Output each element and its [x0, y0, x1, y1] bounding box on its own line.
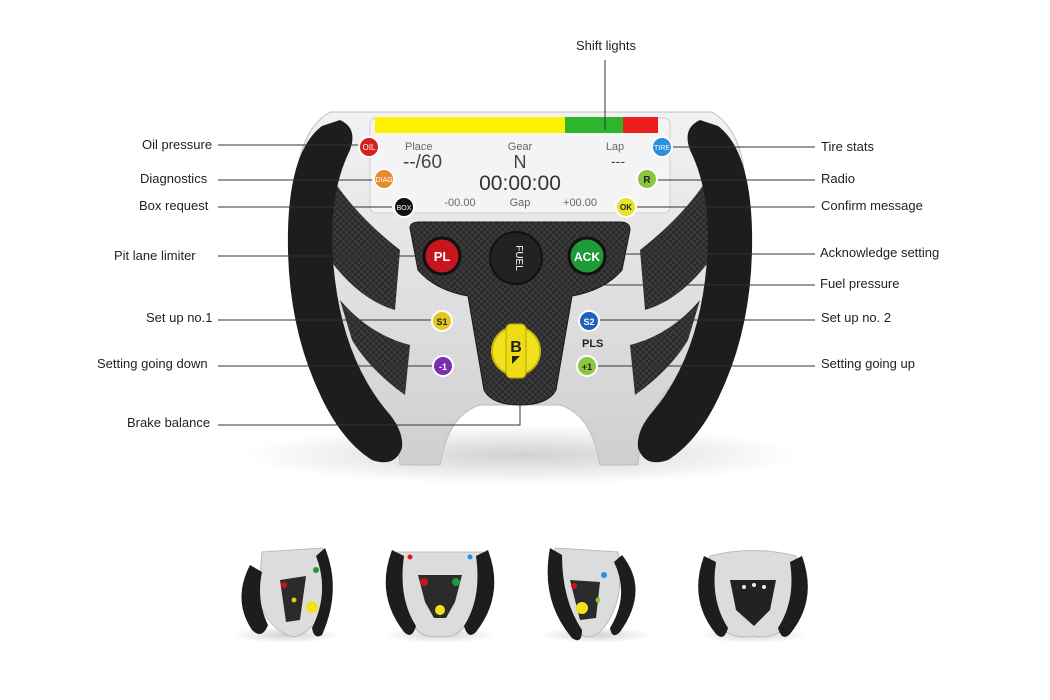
gear-label: Gear — [508, 141, 533, 153]
fuel-pressure-line — [539, 265, 815, 286]
shift-light-red — [623, 117, 658, 133]
thumbnail-view-3 — [541, 547, 651, 643]
time-value: 00:00:00 — [479, 172, 561, 195]
setting-up-label: Setting going up — [821, 356, 915, 371]
pls-label: PLS — [582, 338, 603, 350]
place-label: Place — [405, 141, 433, 153]
plus1-button[interactable]: +1 — [576, 355, 598, 377]
svg-text:BOX: BOX — [397, 205, 412, 212]
minus1-button[interactable]: -1 — [432, 355, 454, 377]
svg-text:DIAG: DIAG — [375, 177, 392, 184]
lap-label: Lap — [606, 141, 624, 153]
ack-button[interactable]: ACK — [567, 236, 607, 276]
fuel-pressure-label: Fuel pressure — [820, 276, 900, 291]
right-carbon-panel — [640, 175, 710, 310]
acknowledge-setting-label: Acknowledge setting — [820, 245, 940, 260]
oil-pressure-label: Oil pressure — [142, 137, 213, 152]
callout-lines — [218, 60, 815, 426]
svg-text:S1: S1 — [436, 317, 447, 327]
brake-balance-knob[interactable]: B — [491, 323, 541, 379]
gear-value: N — [514, 152, 527, 172]
s2-button[interactable]: S2 — [578, 310, 600, 332]
svg-text:OK: OK — [620, 203, 632, 212]
setting-down-label: Setting going down — [97, 356, 208, 371]
shift-light-yellow — [375, 117, 565, 133]
pit-lane-limiter-label: Pit lane limiter — [114, 248, 196, 263]
thumbnail-view-4 — [698, 550, 808, 643]
svg-text:FUEL: FUEL — [513, 245, 524, 271]
svg-text:R: R — [643, 175, 651, 186]
tire-button[interactable]: TIRE — [651, 136, 673, 158]
svg-text:TIRE: TIRE — [654, 145, 670, 152]
diag-button[interactable]: DIAG — [373, 168, 395, 190]
lap-value: --- — [611, 153, 625, 169]
radio-button[interactable]: R — [636, 168, 658, 190]
box-request-label: Box request — [139, 198, 209, 213]
left-lower-carbon — [340, 300, 410, 395]
svg-text:-1: -1 — [439, 362, 447, 372]
gap-minus: -00.00 — [444, 197, 475, 209]
right-lower-carbon — [630, 300, 700, 395]
svg-text:B: B — [510, 339, 522, 356]
fuel-knob[interactable]: FUEL — [489, 231, 543, 285]
svg-text:PL: PL — [434, 249, 451, 264]
ok-button[interactable]: OK — [615, 196, 637, 218]
left-grip — [287, 120, 403, 463]
svg-text:+1: +1 — [582, 362, 592, 372]
box-button[interactable]: BOX — [393, 196, 415, 218]
right-grip — [637, 120, 753, 463]
gap-label: Gap — [510, 197, 531, 209]
set-up-1-label: Set up no.1 — [146, 310, 213, 325]
svg-text:ACK: ACK — [574, 250, 600, 264]
confirm-message-label: Confirm message — [821, 198, 923, 213]
thumbnail-view-1 — [231, 547, 341, 643]
gap-plus: +00.00 — [563, 197, 597, 209]
thumbnail-view-2 — [385, 550, 495, 643]
svg-text:OIL: OIL — [363, 143, 376, 152]
diagnostics-label: Diagnostics — [140, 171, 208, 186]
shift-light-green — [565, 117, 623, 133]
radio-label: Radio — [821, 171, 855, 186]
place-value: --/60 — [403, 152, 442, 173]
brake-balance-line — [218, 398, 521, 426]
pl-button[interactable]: PL — [422, 236, 462, 276]
set-up-2-label: Set up no. 2 — [821, 310, 892, 325]
shift-lights-label: Shift lights — [576, 38, 636, 53]
tire-stats-label: Tire stats — [821, 139, 874, 154]
s1-button[interactable]: S1 — [431, 310, 453, 332]
left-carbon-panel — [330, 175, 400, 310]
brake-balance-label: Brake balance — [127, 415, 211, 430]
svg-text:S2: S2 — [583, 317, 594, 327]
oil-button[interactable]: OIL — [358, 136, 380, 158]
